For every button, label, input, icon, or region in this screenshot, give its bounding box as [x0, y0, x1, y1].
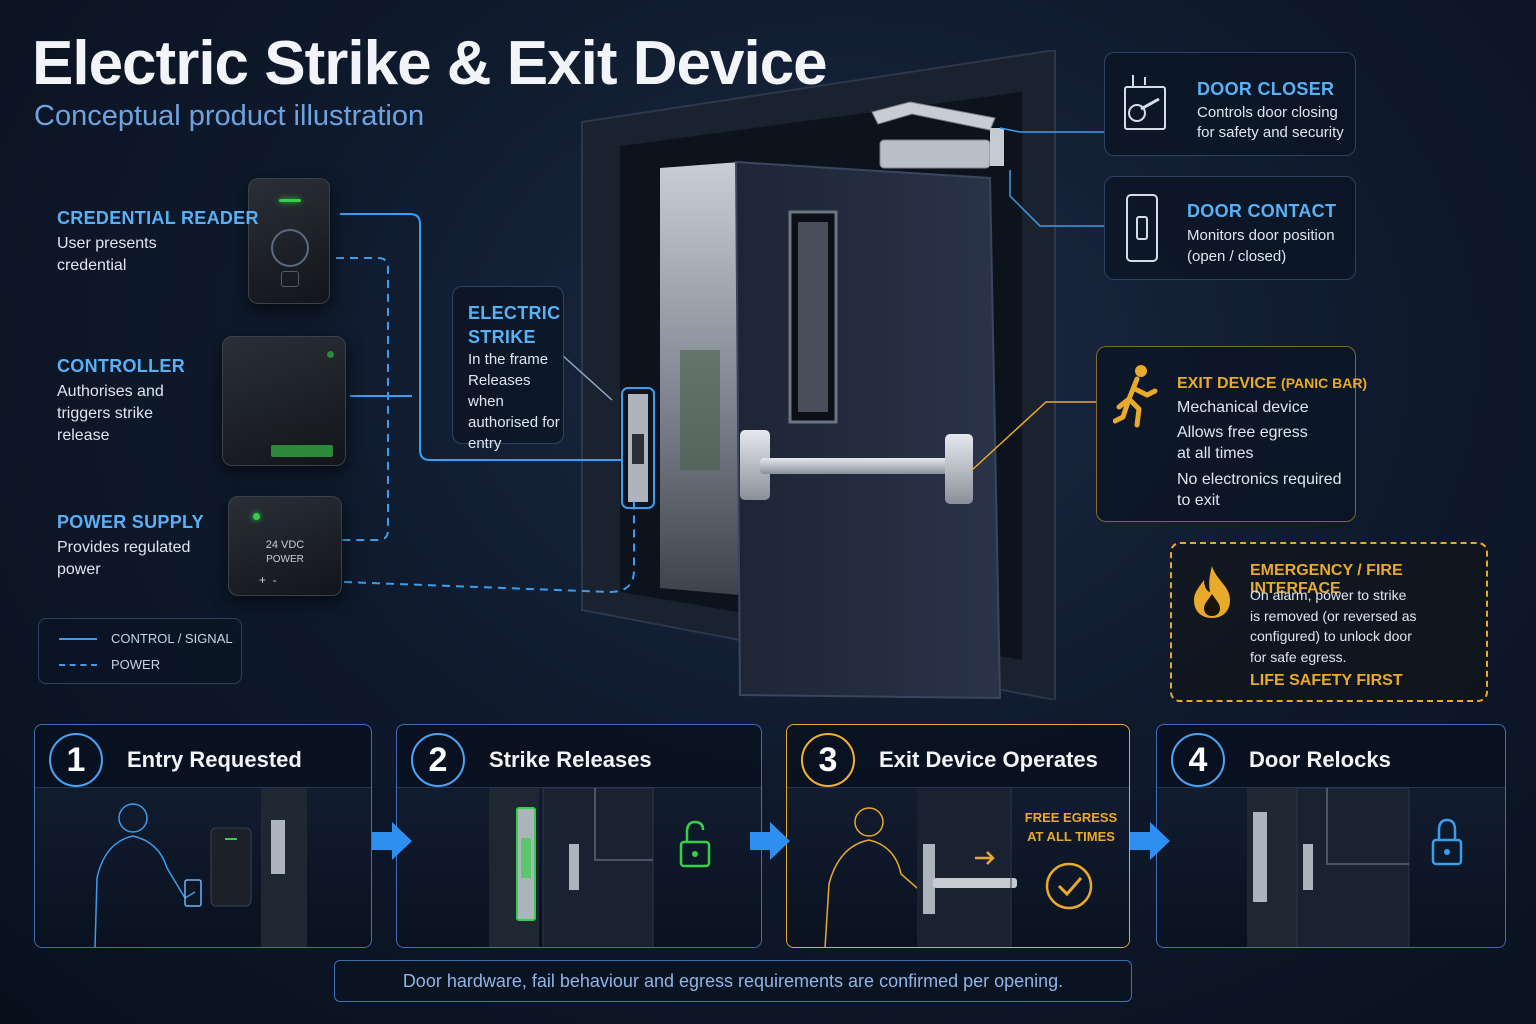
electric-strike-body: In the frame Releases when authorised fo… — [468, 351, 560, 452]
exit-device-title-row: EXIT DEVICE (PANIC BAR) — [1177, 375, 1367, 393]
exit-device-card: EXIT DEVICE (PANIC BAR) Mechanical devic… — [1096, 346, 1367, 522]
arrow-right-icon — [750, 822, 790, 860]
person-head — [854, 807, 884, 837]
panic-bar-right-mount — [945, 434, 973, 504]
power-supply-title: POWER SUPPLY — [57, 512, 204, 532]
electric-strike-title: ELECTRIC STRIKE — [468, 303, 561, 347]
exit-device-body-2: Allows free egress at all times — [1177, 424, 1308, 462]
step-number: 4 — [1171, 733, 1225, 787]
person-body — [94, 835, 196, 947]
checkmark-icon — [1045, 862, 1093, 910]
step-number: 3 — [801, 733, 855, 787]
step-scene — [397, 787, 761, 947]
running-person-icon — [1113, 365, 1158, 428]
controller-title: CONTROLLER — [57, 356, 185, 376]
locked-padlock-icon — [1431, 818, 1463, 866]
door-closer-title: DOOR CLOSER — [1197, 79, 1335, 99]
page-title: Electric Strike & Exit Device — [32, 29, 828, 98]
step-title: Exit Device Operates — [879, 747, 1098, 772]
arrow-right-icon — [1130, 822, 1170, 860]
mini-reader — [210, 827, 252, 907]
power-supply-unit: 24 VDC POWER + - — [228, 496, 342, 596]
power-line-1 — [336, 257, 389, 541]
panic-bar-left-mount — [740, 430, 770, 500]
power-rating: 24 VDC — [265, 539, 305, 551]
reader-control-line — [340, 213, 622, 461]
step-title: Entry Requested — [127, 747, 302, 772]
step-card-4: 4 Door Relocks — [1156, 724, 1506, 948]
panic-bar — [760, 458, 950, 474]
footer-note-box: Door hardware, fail behaviour and egress… — [334, 960, 1132, 1002]
door-contact-title: DOOR CONTACT — [1187, 201, 1337, 221]
arrow-right-icon — [975, 851, 995, 865]
legend-dashed-line — [59, 664, 97, 666]
step-number: 1 — [49, 733, 103, 787]
power-line-2 — [343, 500, 635, 594]
credential-reader-body: User presents credential — [57, 235, 157, 274]
electric-strike-card: ELECTRIC STRIKE In the frame Releases wh… — [452, 286, 564, 452]
step-card-1: 1 Entry Requested — [34, 724, 372, 948]
legend-solid-line — [59, 638, 97, 640]
door-illustration — [581, 50, 1056, 700]
emergency-card: EMERGENCY / FIRE INTERFACE On alarm, pow… — [1170, 542, 1488, 702]
wiring-lines — [336, 127, 1104, 594]
power-label: POWER — [266, 554, 304, 565]
step-number: 2 — [411, 733, 465, 787]
door-closer-icon — [1124, 75, 1166, 130]
step-scene — [35, 787, 371, 947]
step-scene — [1157, 787, 1505, 947]
step-card-3: 3 Exit Device Operates FREE EGRESS AT AL… — [786, 724, 1130, 948]
person-body — [824, 839, 928, 947]
door-contact-icon — [1126, 194, 1158, 262]
emergency-emphasis: LIFE SAFETY FIRST — [1250, 672, 1403, 689]
status-led — [279, 199, 301, 202]
closer-leader — [999, 127, 1104, 133]
power-terminals: + - — [259, 573, 277, 587]
legend-control-label: CONTROL / SIGNAL — [111, 631, 233, 646]
strike-locked — [1253, 812, 1267, 902]
rfid-icon — [271, 229, 309, 267]
credential-reader — [248, 178, 330, 304]
phone-credential — [184, 879, 202, 907]
step-title: Door Relocks — [1249, 747, 1391, 772]
strike-highlight — [621, 387, 655, 509]
exit-device-title: EXIT DEVICE — [1177, 375, 1277, 392]
legend-power-label: POWER — [111, 657, 161, 672]
controller-body: Authorises and triggers strike release — [57, 383, 164, 444]
fire-icon — [1194, 566, 1230, 618]
door-contact-card: DOOR CONTACT Monitors door position (ope… — [1104, 176, 1356, 280]
controller-unit — [222, 336, 346, 466]
door-contact-sensor — [990, 128, 1004, 166]
contact-leader — [1009, 170, 1104, 227]
person-head — [118, 803, 148, 833]
power-supply-body: Provides regulated power — [57, 539, 191, 578]
exit-device-body-1: Mechanical device — [1177, 399, 1309, 416]
page-subtitle: Conceptual product illustration — [34, 100, 425, 132]
emergency-body: On alarm, power to strike is removed (or… — [1250, 587, 1417, 665]
unlocked-padlock-icon — [679, 820, 711, 868]
step-title: Strike Releases — [489, 747, 652, 772]
exit-device-title-suffix: (PANIC BAR) — [1281, 375, 1368, 391]
mini-panic-bar — [933, 878, 1017, 888]
exit-leader — [971, 401, 1096, 471]
door-closer-card: DOOR CLOSER Controls door closing for sa… — [1104, 52, 1356, 156]
step-scene: FREE EGRESS AT ALL TIMES — [787, 787, 1129, 947]
free-egress-label: FREE EGRESS AT ALL TIMES — [1024, 810, 1118, 844]
step-card-2: 2 Strike Releases — [396, 724, 762, 948]
mini-strike — [271, 820, 285, 874]
terminal-block — [271, 445, 333, 457]
credential-reader-title: CREDENTIAL READER — [57, 208, 259, 228]
strike-leader — [561, 354, 613, 401]
legend: CONTROL / SIGNAL POWER — [38, 618, 242, 684]
emergency-title: EMERGENCY / FIRE INTERFACE — [1250, 562, 1403, 597]
door-closer-body: Controls door closing for safety and sec… — [1197, 104, 1344, 141]
power-led — [253, 513, 260, 520]
door-contact-body: Monitors door position (open / closed) — [1187, 227, 1335, 265]
exit-device-body-3: No electronics required to exit — [1177, 471, 1342, 509]
footer-note: Door hardware, fail behaviour and egress… — [402, 971, 1064, 991]
arrow-right-icon — [372, 822, 412, 860]
